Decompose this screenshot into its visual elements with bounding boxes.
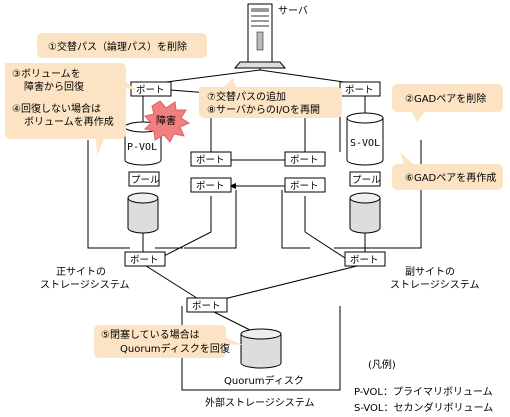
quorum-disk-label: Quorumディスク xyxy=(224,374,304,387)
svg-text:Quorumディスクを回復: Quorumディスクを回復 xyxy=(120,342,230,355)
port-secondary-top: ポート xyxy=(339,81,381,97)
callout-step-2: ②GADペアを削除 xyxy=(392,84,503,122)
pvol-label: P-VOL xyxy=(127,142,157,153)
svg-text:ポート: ポート xyxy=(196,181,225,192)
svg-text:ポート: ポート xyxy=(350,255,379,266)
svg-text:ポート: ポート xyxy=(290,155,319,166)
callout-step-1: ①交替パス（論理パス）を削除 xyxy=(37,33,207,58)
svg-text:障害から回復: 障害から回復 xyxy=(24,80,84,93)
svg-text:③ボリュームを: ③ボリュームを xyxy=(12,68,81,80)
primary-site-label-2: ストレージシステム xyxy=(40,279,130,291)
svg-text:プール: プール xyxy=(131,175,160,186)
port-primary-mid-2: ポート xyxy=(190,177,232,193)
primary-site-label-1: 正サイトの xyxy=(56,266,106,278)
port-secondary-mid-2: ポート xyxy=(284,177,326,193)
legend-svol: S-VOL：セカンダリボリューム xyxy=(354,401,493,414)
port-quorum: ポート xyxy=(186,297,228,313)
svg-text:②GADペアを削除: ②GADペアを削除 xyxy=(405,92,486,105)
pool-box-primary: プール xyxy=(128,171,160,187)
secondary-site-label-1: 副サイトの xyxy=(405,266,455,278)
svol-cylinder: S-VOL xyxy=(346,112,384,166)
pool-box-secondary: プール xyxy=(349,171,381,187)
connection-lines xyxy=(142,62,366,331)
port-secondary-bottom: ポート xyxy=(344,251,386,267)
svg-text:⑥GADペアを再作成: ⑥GADペアを再作成 xyxy=(405,172,496,184)
quorum-disk-cylinder xyxy=(240,328,282,369)
svg-text:ポート: ポート xyxy=(136,85,165,96)
port-primary-bottom: ポート xyxy=(124,251,166,267)
svg-text:ポート: ポート xyxy=(130,255,159,266)
svol-label: S-VOL xyxy=(350,138,380,149)
secondary-site-label-2: ストレージシステム xyxy=(390,279,480,291)
legend-title: (凡例) xyxy=(368,358,396,371)
external-storage-label: 外部ストレージシステム xyxy=(205,396,315,409)
svg-text:プール: プール xyxy=(352,175,381,186)
failure-burst: 障害 xyxy=(144,100,191,143)
legend: (凡例) P-VOL：プライマリボリューム S-VOL：セカンダリボリューム xyxy=(354,358,493,414)
server-icon xyxy=(233,3,287,69)
svg-text:ポート: ポート xyxy=(345,85,374,96)
callout-step-7-8: ⑦交替パスの追加 ⑧サーバからのI/Oを再開 xyxy=(199,78,342,118)
port-secondary-mid-1: ポート xyxy=(284,151,326,167)
callout-step-6: ⑥GADペアを再作成 xyxy=(392,152,503,190)
legend-pvol: P-VOL：プライマリボリューム xyxy=(354,386,493,398)
port-primary-top: ポート xyxy=(130,81,172,97)
svg-text:①交替パス（論理パス）を削除: ①交替パス（論理パス）を削除 xyxy=(48,40,187,53)
pool-cylinder-secondary xyxy=(349,192,381,234)
svg-text:④回復しない場合は: ④回復しない場合は xyxy=(12,102,101,115)
failure-label: 障害 xyxy=(156,114,176,127)
callout-step-3-4: ③ボリュームを 障害から回復 ④回復しない場合は ボリュームを再作成 xyxy=(5,63,136,156)
svg-text:ボリュームを再作成: ボリュームを再作成 xyxy=(24,116,114,128)
callout-step-5: ⑤閉塞している場合は Quorumディスクを回復 xyxy=(94,325,243,358)
svg-text:ポート: ポート xyxy=(192,301,221,312)
server-label: サーバ xyxy=(278,5,308,17)
svg-text:⑧サーバからのI/Oを再開: ⑧サーバからのI/Oを再開 xyxy=(207,104,320,116)
port-primary-mid-1: ポート xyxy=(190,151,232,167)
svg-text:ポート: ポート xyxy=(196,155,225,166)
svg-text:ポート: ポート xyxy=(290,181,319,192)
svg-text:⑤閉塞している場合は: ⑤閉塞している場合は xyxy=(101,328,200,341)
pool-cylinder-primary xyxy=(127,192,159,234)
svg-text:⑦交替パスの追加: ⑦交替パスの追加 xyxy=(207,90,286,103)
